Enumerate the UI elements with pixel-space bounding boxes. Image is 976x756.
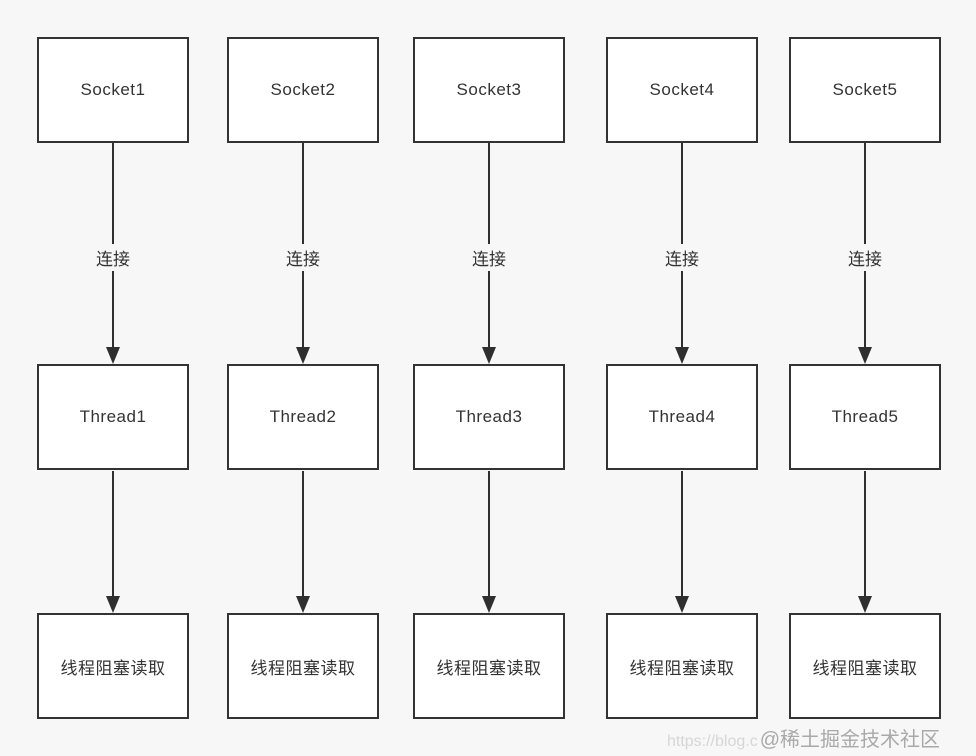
socket-box: Socket5 (789, 37, 941, 143)
socket-label: Socket5 (832, 80, 898, 99)
read-arrow-line (302, 471, 304, 598)
socket-box: Socket4 (606, 37, 758, 143)
blocking-read-box: 线程阻塞读取 (37, 613, 189, 719)
arrow-down-icon (482, 596, 496, 613)
arrow-down-icon (675, 347, 689, 364)
socket-box: Socket1 (37, 37, 189, 143)
socket-box: Socket2 (227, 37, 379, 143)
socket-label: Socket3 (456, 80, 522, 99)
connect-label: 连接 (662, 244, 702, 271)
blocking-read-label: 线程阻塞读取 (60, 658, 166, 678)
thread-label: Thread3 (455, 407, 523, 426)
diagram-column: Socket5 连接 Thread5 线程阻塞读取 (789, 0, 941, 756)
blocking-read-label: 线程阻塞读取 (629, 658, 735, 678)
connect-label: 连接 (469, 244, 509, 271)
blocking-read-box: 线程阻塞读取 (227, 613, 379, 719)
arrow-down-icon (296, 347, 310, 364)
arrow-down-icon (106, 596, 120, 613)
blocking-read-label: 线程阻塞读取 (436, 658, 542, 678)
socket-box: Socket3 (413, 37, 565, 143)
socket-label: Socket1 (80, 80, 146, 99)
diagram-column: Socket4 连接 Thread4 线程阻塞读取 (606, 0, 758, 756)
thread-box: Thread3 (413, 364, 565, 470)
connect-label: 连接 (845, 244, 885, 271)
connect-label: 连接 (93, 244, 133, 271)
connect-label: 连接 (283, 244, 323, 271)
arrow-down-icon (858, 596, 872, 613)
thread-label: Thread1 (79, 407, 147, 426)
blocking-read-label: 线程阻塞读取 (812, 658, 918, 678)
thread-label: Thread4 (648, 407, 716, 426)
read-arrow-line (112, 471, 114, 598)
arrow-down-icon (858, 347, 872, 364)
blocking-read-label: 线程阻塞读取 (250, 658, 356, 678)
diagram-column: Socket2 连接 Thread2 线程阻塞读取 (227, 0, 379, 756)
blocking-read-box: 线程阻塞读取 (606, 613, 758, 719)
thread-label: Thread5 (831, 407, 899, 426)
thread-box: Thread5 (789, 364, 941, 470)
diagram-column: Socket1 连接 Thread1 线程阻塞读取 (37, 0, 189, 756)
thread-box: Thread1 (37, 364, 189, 470)
arrow-down-icon (482, 347, 496, 364)
arrow-down-icon (296, 596, 310, 613)
socket-label: Socket2 (270, 80, 336, 99)
thread-box: Thread4 (606, 364, 758, 470)
blocking-read-box: 线程阻塞读取 (413, 613, 565, 719)
arrow-down-icon (106, 347, 120, 364)
read-arrow-line (864, 471, 866, 598)
socket-label: Socket4 (649, 80, 715, 99)
blocking-read-box: 线程阻塞读取 (789, 613, 941, 719)
read-arrow-line (488, 471, 490, 598)
thread-label: Thread2 (269, 407, 337, 426)
diagram-column: Socket3 连接 Thread3 线程阻塞读取 (413, 0, 565, 756)
arrow-down-icon (675, 596, 689, 613)
thread-box: Thread2 (227, 364, 379, 470)
read-arrow-line (681, 471, 683, 598)
